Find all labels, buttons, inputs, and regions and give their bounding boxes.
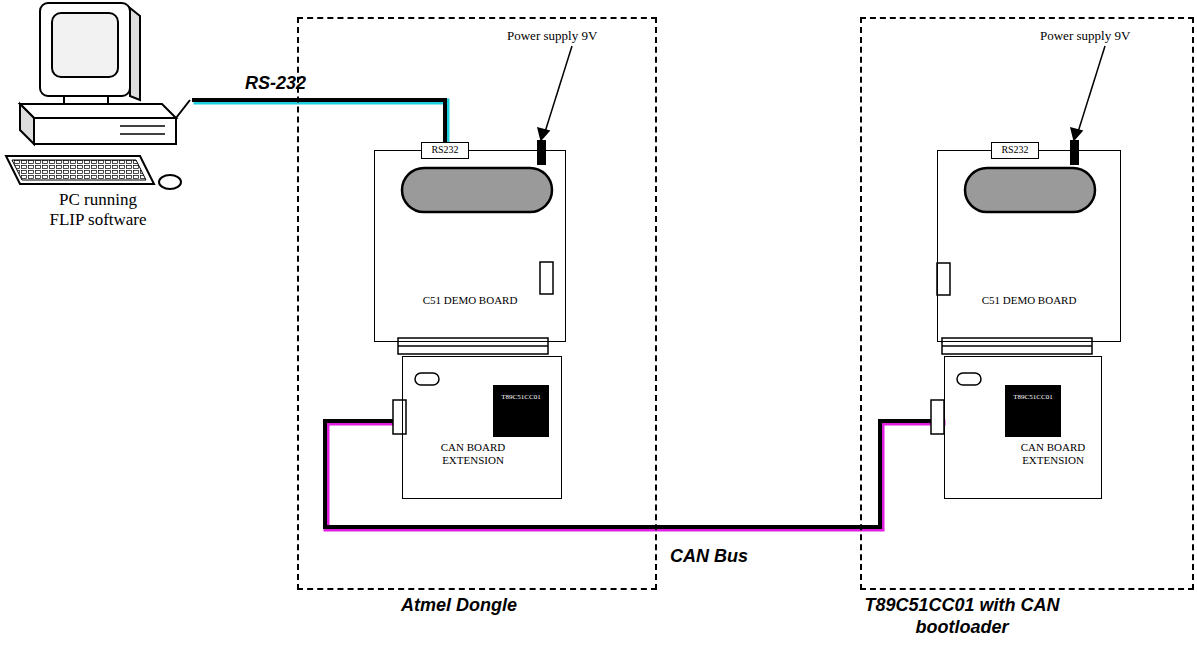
node-label: T89C51CC01 <box>493 393 549 402</box>
power-label: Power supply 9V <box>1040 28 1130 44</box>
cable <box>325 421 946 529</box>
board-hinge <box>398 338 1092 354</box>
dashed-region: Atmel DongleC51 DEMO BOARDRS232CAN BOARD… <box>297 17 657 590</box>
region-heading: T89C51CC01 with CAN bootloader <box>862 594 1062 638</box>
power-jack <box>537 140 1079 165</box>
region-heading: Atmel Dongle <box>359 594 559 616</box>
can-board: CAN BOARD EXTENSION T89C51CC01 <box>402 356 562 499</box>
power-supply-pointers <box>538 46 1105 140</box>
side-connector <box>540 262 950 295</box>
mounting-hole <box>415 373 981 385</box>
power-label: Power supply 9V <box>507 28 597 44</box>
cable-label: CAN Bus <box>670 545 748 567</box>
rs232-port: RS232 <box>421 142 469 159</box>
demo-board: C51 DEMO BOARDRS232 <box>374 150 566 342</box>
can-board: CAN BOARD EXTENSION T89C51CC01 <box>944 356 1102 499</box>
node-label: T89C51CC01 <box>1005 393 1061 402</box>
node-label: C51 DEMO BOARD <box>375 294 565 307</box>
node-label: C51 DEMO BOARD <box>938 294 1120 307</box>
cable-label: RS-232 <box>245 72 306 94</box>
node-label: CAN BOARD EXTENSION <box>435 441 511 467</box>
cable-core <box>325 421 944 527</box>
computer-node: PC running FLIP software <box>0 0 192 250</box>
cable-sheath <box>194 102 447 144</box>
node-label: PC running FLIP software <box>44 190 152 230</box>
cable-sheath <box>327 423 946 529</box>
pc-illustration <box>6 3 190 189</box>
cable-core <box>192 100 445 142</box>
demo-board: C51 DEMO BOARDRS232 <box>937 150 1121 342</box>
cable <box>192 100 447 144</box>
rs232-port: RS232 <box>991 142 1039 159</box>
node-label: CAN BOARD EXTENSION <box>1015 441 1091 467</box>
microcontroller-chip: T89C51CC01 <box>1005 385 1061 437</box>
microcontroller-chip: T89C51CC01 <box>493 385 549 437</box>
node-label: RS232 <box>422 143 468 157</box>
node-label: RS232 <box>992 143 1038 157</box>
lcd-display <box>402 168 1095 212</box>
dashed-region: T89C51CC01 with CAN bootloaderC51 DEMO B… <box>860 17 1194 590</box>
